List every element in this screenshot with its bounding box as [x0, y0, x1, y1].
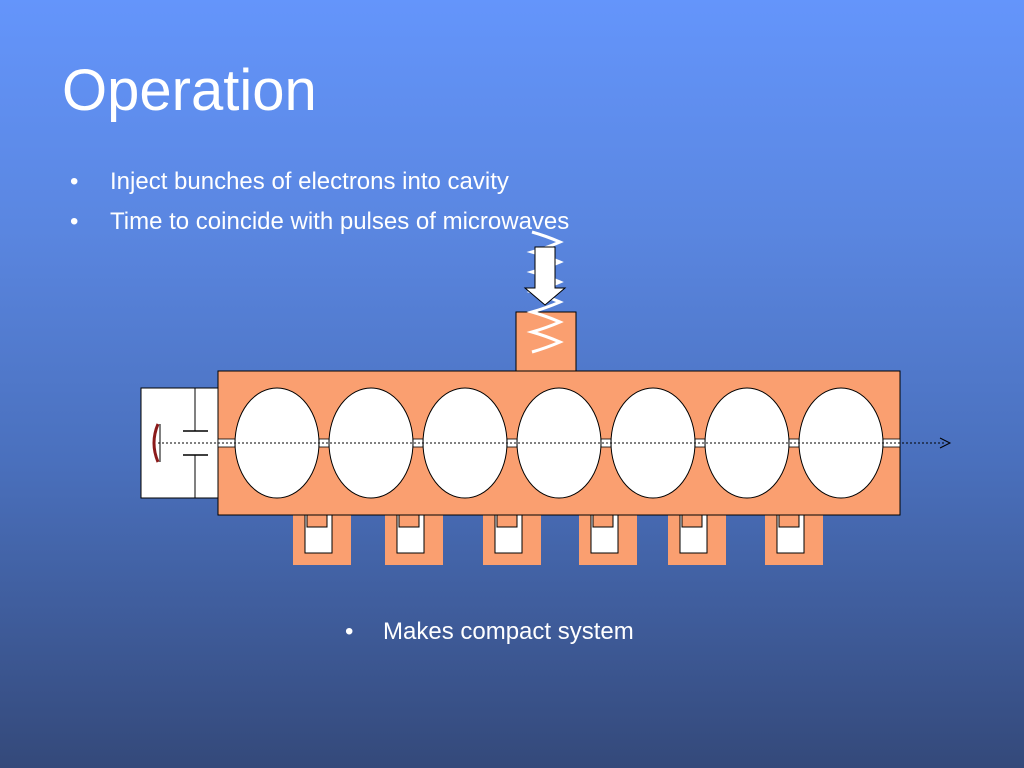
bullet-item: • Inject bunches of electrons into cavit…: [70, 168, 569, 208]
bullet-dot: •: [70, 168, 79, 195]
bullet-text: Time to coincide with pulses of microwav…: [110, 208, 570, 235]
coupler-stubs: [293, 505, 823, 565]
bullet-list: • Inject bunches of electrons into cavit…: [70, 168, 569, 248]
slide-title: Operation: [62, 58, 317, 123]
coupler-stub: [293, 505, 351, 565]
bullet-item: • Time to coincide with pulses of microw…: [70, 208, 569, 248]
bullet-text: Makes compact system: [383, 618, 634, 645]
waveguide-input: [515, 311, 577, 372]
bullet-dot: •: [345, 618, 354, 645]
down-arrow-icon: [523, 246, 567, 306]
bottom-bullet: • Makes compact system: [345, 618, 634, 646]
beam-arrow-icon: [158, 437, 952, 449]
bullet-dot: •: [70, 208, 79, 235]
capacitor-icon: [152, 423, 160, 463]
bullet-text: Inject bunches of electrons into cavity: [110, 168, 509, 195]
